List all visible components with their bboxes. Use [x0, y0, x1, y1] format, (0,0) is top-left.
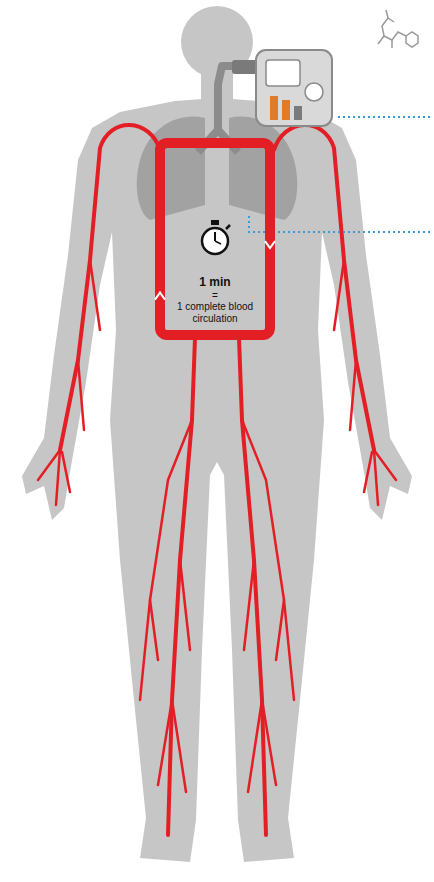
artery: [140, 420, 192, 700]
artery: [244, 560, 254, 650]
breath-analyser: [232, 50, 332, 126]
molecule-icon: [378, 10, 418, 48]
leader-line: [338, 116, 432, 118]
artery: [150, 600, 158, 660]
leader-line: [249, 216, 432, 232]
artery-group: [239, 125, 396, 835]
artery: [274, 125, 374, 450]
artery: [38, 450, 60, 480]
artery: [334, 260, 344, 330]
artery: [56, 450, 60, 505]
body-silhouette: [217, 98, 412, 862]
artery: [276, 600, 284, 660]
flow-arrow: [155, 293, 165, 300]
artery: [168, 338, 195, 835]
artery: [90, 260, 100, 330]
artery: [78, 360, 84, 430]
artery: [172, 700, 186, 792]
artery: [374, 450, 378, 505]
flow-arrow: [265, 241, 275, 248]
artery: [262, 700, 276, 785]
time-label: 1 min: [174, 276, 256, 290]
artery: [242, 420, 294, 700]
artery: [239, 338, 266, 835]
artery: [374, 450, 396, 480]
caption-text: =: [174, 290, 256, 302]
artery: [158, 700, 172, 785]
body-silhouette: [22, 98, 217, 862]
artery-group: [38, 125, 195, 835]
caption-text: 1 complete blood circulation: [174, 301, 256, 324]
artery: [248, 700, 262, 792]
circulation-loop: 1 min=1 complete blood circulation: [155, 138, 275, 340]
artery: [364, 452, 372, 492]
stopwatch-icon: [202, 220, 230, 254]
arteries: [38, 125, 396, 835]
artery: [350, 360, 356, 430]
artery: [62, 452, 70, 492]
artery: [60, 125, 160, 450]
artery: [180, 560, 190, 650]
